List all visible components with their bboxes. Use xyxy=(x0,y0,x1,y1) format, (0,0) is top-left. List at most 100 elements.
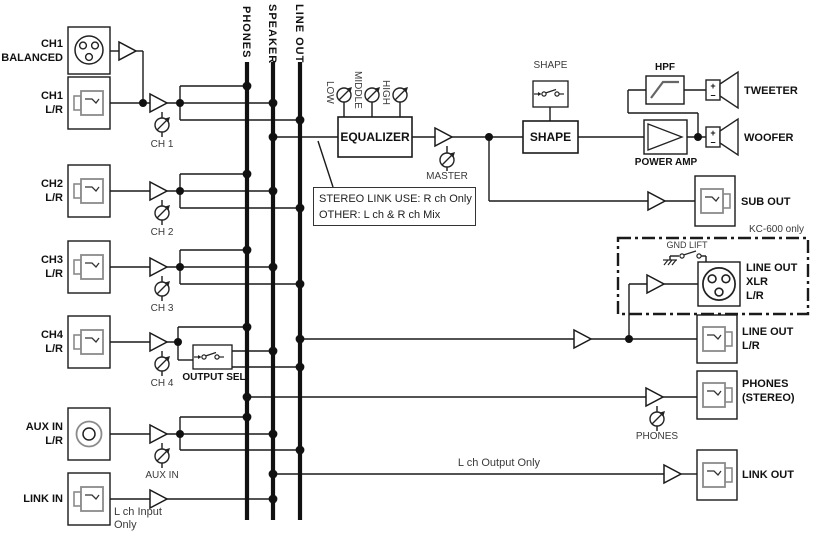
woofer-label: WOOFER xyxy=(744,132,794,144)
aux-in-label: AUX IN L/R xyxy=(25,421,63,447)
shape-label: SHAPE xyxy=(529,130,572,144)
output-sel-box xyxy=(192,344,233,370)
phones-knob-icon xyxy=(649,410,666,427)
ch4-knob-icon xyxy=(154,355,171,372)
power-amp-label: POWER AMP xyxy=(634,157,698,168)
ch3-phone-jack-icon xyxy=(73,254,104,280)
master-knob-label: MASTER xyxy=(426,171,468,182)
ch2-amp-icon xyxy=(149,181,168,201)
aux-knob-icon xyxy=(154,447,171,464)
equalizer-box xyxy=(337,116,413,158)
hpf-label: HPF xyxy=(655,61,675,73)
ch1-balanced-label: CH1 BALANCED xyxy=(1,38,63,64)
ch2-knob-icon xyxy=(154,204,171,221)
gnd-lift-switch-icon xyxy=(679,250,702,259)
tweeter-speaker-icon: + − xyxy=(705,70,739,110)
ch1-balanced-jack-box xyxy=(67,26,111,75)
xlr-out-amp-icon xyxy=(646,274,665,294)
phones-out-label: PHONES (STEREO) xyxy=(742,378,795,404)
phones-knob-label: PHONES xyxy=(635,431,679,442)
eq-middle-knob-icon xyxy=(364,86,381,103)
line-out-bus-label: LINE OUT xyxy=(293,4,305,64)
output-sel-label: OUTPUT SEL xyxy=(182,372,246,383)
aux-amp-icon xyxy=(149,424,168,444)
ch3-label: CH3 L/R xyxy=(40,254,63,280)
link-in-phone-jack-icon xyxy=(73,486,104,512)
master-knob-icon xyxy=(439,151,456,168)
xlr-out-box xyxy=(697,261,741,307)
shape-switch-box xyxy=(532,80,569,108)
eq-low-label: LOW xyxy=(324,81,335,104)
tweeter-minus: − xyxy=(710,91,715,101)
ch1-amp-icon xyxy=(149,93,168,113)
power-amp-triangle-icon xyxy=(647,123,684,151)
sub-out-label: SUB OUT xyxy=(741,196,791,208)
woofer-speaker-icon: + − xyxy=(705,117,739,157)
eq-high-knob-icon xyxy=(392,86,409,103)
master-amp-icon xyxy=(434,127,453,147)
xlr-input-icon xyxy=(74,35,104,65)
link-in-label: LINK IN xyxy=(23,493,63,505)
ch2-phone-jack-icon xyxy=(73,178,104,204)
xlr-output-icon xyxy=(702,267,736,301)
sub-out-jack-box xyxy=(694,175,736,227)
eq-low-knob-icon xyxy=(336,86,353,103)
line-out-amp-icon xyxy=(573,329,592,349)
link-out-label: LINK OUT xyxy=(742,469,794,481)
output-sel-switch-icon xyxy=(193,351,225,360)
link-out-jack-box xyxy=(696,449,738,501)
bus-lines xyxy=(244,62,303,520)
ch3-knob-label: CH 3 xyxy=(150,303,174,314)
line-out-label: LINE OUT L/R xyxy=(742,326,794,352)
link-out-phone-jack-icon xyxy=(702,462,733,488)
eq-high-label: HIGH xyxy=(380,80,391,105)
stereo-link-note: STEREO LINK USE: R ch Only OTHER: L ch &… xyxy=(313,187,476,226)
kc600-only-group-box xyxy=(616,236,810,316)
ch2-knob-label: CH 2 xyxy=(150,227,174,238)
kc600-only-note: KC-600 only xyxy=(748,224,804,235)
ch1-knob-label: CH 1 xyxy=(150,139,174,150)
phones-bus-label: PHONES xyxy=(240,6,252,59)
woofer-plus: + xyxy=(710,128,715,138)
sub-out-phone-jack-icon xyxy=(700,188,731,214)
rca-jack-icon xyxy=(75,420,103,448)
ch1-label: CH1 L/R xyxy=(40,90,63,116)
ch3-jack-box xyxy=(67,240,111,294)
ch4-amp-icon xyxy=(149,332,168,352)
ch1-balanced-amp-icon xyxy=(118,41,137,61)
phones-phone-jack-icon xyxy=(702,382,733,408)
l-ch-output-only-note: L ch Output Only xyxy=(457,457,541,469)
speaker-bus-label: SPEAKER xyxy=(266,4,278,65)
shape-switch-icon xyxy=(533,88,565,97)
ground-icon xyxy=(663,259,677,266)
eq-middle-label: MIDDLE xyxy=(352,71,363,109)
ch4-label: CH4 L/R xyxy=(40,329,63,355)
phones-jack-box xyxy=(696,370,738,420)
ch2-jack-box xyxy=(67,164,111,218)
ch1-phone-jack-icon xyxy=(73,90,104,116)
shape-switch-label: SHAPE xyxy=(533,60,568,71)
l-ch-input-only-note: L ch Input Only xyxy=(114,506,162,531)
link-out-amp-icon xyxy=(663,464,682,484)
line-out-xlr-label: LINE OUT XLR L/R xyxy=(746,262,798,302)
block-outlines xyxy=(67,26,810,526)
ch4-jack-box xyxy=(67,315,111,369)
link-in-jack-box xyxy=(67,472,111,526)
hpf-box xyxy=(645,75,685,105)
ch1-knob-icon xyxy=(154,116,171,133)
junction-dots xyxy=(139,81,702,504)
sub-out-amp-icon xyxy=(647,191,666,211)
ch3-amp-icon xyxy=(149,257,168,277)
ch4-phone-jack-icon xyxy=(73,329,104,355)
aux-jack-box xyxy=(67,407,111,461)
hpf-curve-icon xyxy=(650,80,679,99)
shape-box xyxy=(522,120,579,154)
equalizer-label: EQUALIZER xyxy=(340,130,410,144)
woofer-minus: − xyxy=(710,138,715,148)
gnd-lift-label: GND LIFT xyxy=(666,240,708,250)
aux-knob-label: AUX IN xyxy=(145,470,179,481)
ch4-knob-label: CH 4 xyxy=(150,378,174,389)
ch1-jack-box xyxy=(67,76,111,130)
